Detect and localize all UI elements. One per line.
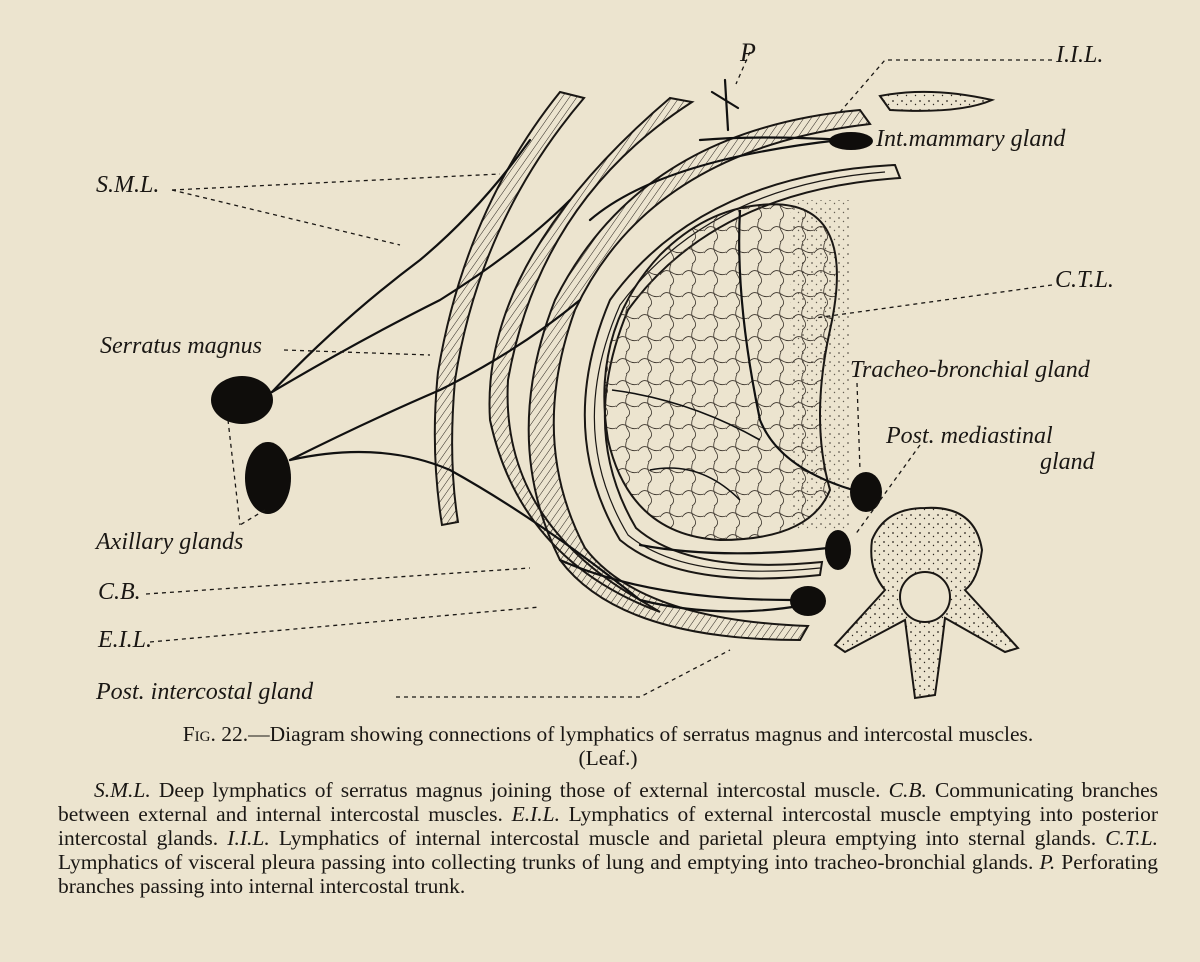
tracheo-bronchial-gland [850, 472, 882, 512]
figure-number: Fig. 22. [182, 722, 249, 746]
label-post-intercostal-gland: Post. intercostal gland [96, 679, 314, 705]
label-p: P [740, 38, 756, 67]
legend-abbr: I.I.L. [227, 826, 270, 850]
label-post-mediastinal: Post. mediastinal [886, 423, 1053, 449]
label-int-mammary-gland: Int.mammary gland [876, 126, 1066, 152]
label-iil: I.I.L. [1056, 42, 1104, 68]
legend-abbr: E.I.L. [511, 802, 560, 826]
legend-text: Lymphatics of internal intercostal muscl… [269, 826, 1106, 850]
caption-source: (Leaf.) [578, 746, 638, 770]
label-post-mediastinal-gland: gland [1040, 449, 1095, 475]
legend-text: Lymphatics of visceral pleura passing in… [58, 850, 1040, 874]
caption-title: —Diagram showing connections of lymphati… [248, 722, 1034, 746]
lymphatics-diagram [145, 51, 1053, 700]
label-axillary-glands: Axillary glands [96, 529, 244, 555]
caption-legend: S.M.L. Deep lymphatics of serratus magnu… [58, 778, 1158, 898]
figure-caption: Fig. 22.—Diagram showing connections of … [58, 722, 1158, 898]
legend-abbr: C.B. [888, 778, 927, 802]
legend-text: Lymphatics of external intercostal muscl… [58, 802, 1158, 850]
label-serratus-magnus: Serratus magnus [100, 333, 263, 359]
label-cb: C.B. [98, 579, 141, 605]
sternum [878, 90, 996, 112]
lymph-vessels [270, 78, 847, 613]
label-ctl: C.T.L. [1055, 267, 1114, 293]
legend-abbr: P. [1039, 850, 1056, 874]
legend-text: Communicating branches between external … [58, 778, 1158, 826]
axillary-gland-upper [211, 376, 273, 424]
label-eil: E.I.L. [98, 627, 152, 653]
serratus-magnus-muscle [433, 90, 586, 527]
legend-abbr: C.T.L. [1105, 826, 1159, 850]
post-mediastinal-gland [825, 530, 851, 570]
lung-stipple [790, 200, 850, 530]
legend-text: Deep lymphatics of serratus magnus joini… [150, 778, 889, 802]
legend-abbr: S.M.L. [94, 778, 151, 802]
int-mammary-gland [829, 132, 873, 150]
caption-title-line: Fig. 22.—Diagram showing connections of … [58, 722, 1158, 746]
diagram: P I.I.L. Int.mammary gland S.M.L. C.T.L.… [96, 38, 1114, 705]
leader-lines [145, 51, 1053, 698]
axillary-gland-lower [245, 442, 291, 514]
label-tracheo-bronchial-gland: Tracheo-bronchial gland [850, 357, 1090, 383]
label-sml: S.M.L. [96, 172, 160, 198]
post-intercostal-gland [790, 586, 826, 616]
legend-text: Perforating branches passing into intern… [58, 850, 1159, 898]
chest-wall-outer [527, 108, 872, 642]
